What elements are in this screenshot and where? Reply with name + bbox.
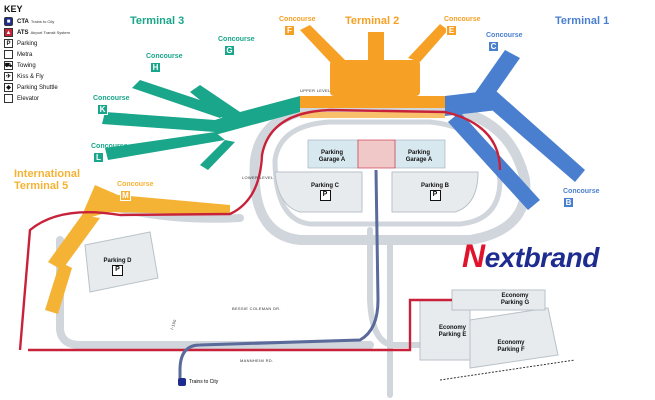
legend-item-kiss-fly: ✈ Kiss & Fly bbox=[4, 71, 116, 82]
concourse-f-badge: F bbox=[284, 25, 295, 36]
legend-item-towing: ⛟ Towing bbox=[4, 60, 116, 71]
economy-parking-g-text: Economy Parking G bbox=[500, 293, 530, 306]
concourse-h-label: Concourse bbox=[146, 53, 183, 60]
legend-item-shuttle: ◆ Parking Shuttle bbox=[4, 82, 116, 93]
concourse-m-label: Concourse bbox=[117, 181, 154, 188]
legend-label: ATS bbox=[17, 29, 29, 36]
concourse-b-label: Concourse bbox=[563, 188, 600, 195]
legend-sub: Trains to City bbox=[30, 19, 55, 24]
economy-lot-g bbox=[451, 289, 546, 311]
concourse-l-badge: L bbox=[93, 152, 104, 163]
shuttle-icon: ◆ bbox=[4, 83, 13, 92]
ats-line bbox=[18, 108, 502, 352]
economy-parking-f-label: Economy Parking F bbox=[486, 340, 536, 354]
legend-item-parking: P Parking bbox=[4, 38, 116, 49]
terminal-2-building bbox=[300, 24, 448, 96]
concourse-b-badge: B bbox=[563, 197, 574, 208]
ats-icon: ▲ bbox=[4, 28, 13, 37]
terminal-1-building bbox=[445, 50, 585, 210]
parking-b-label: Parking B P bbox=[410, 183, 460, 201]
trains-to-city-marker: Trains to City bbox=[178, 378, 218, 386]
concourse-g-badge: G bbox=[224, 45, 235, 56]
parking-garage-a-left bbox=[307, 139, 359, 169]
parking-d-label: Parking D P bbox=[95, 258, 140, 276]
economy-parking-e-label: Economy Parking E bbox=[430, 325, 475, 339]
parking-b-text: Parking B bbox=[420, 183, 449, 189]
concourse-l-label: Concourse bbox=[91, 143, 128, 150]
upper-level-label: UPPER LEVEL bbox=[300, 88, 331, 93]
lower-level-label: LOWER LEVEL bbox=[242, 175, 274, 180]
map-legend: KEY ■ CTA Trains to City ▲ ATS Airport T… bbox=[4, 4, 116, 104]
concourse-m-badge: M bbox=[120, 190, 131, 201]
legend-label: CTA bbox=[17, 18, 29, 25]
parking-garage-a-left-label: Parking Garage A bbox=[310, 150, 354, 164]
legend-sub: Airport Transit System bbox=[30, 30, 70, 35]
terminal-5-label-line1: International bbox=[14, 168, 81, 180]
legend-item-cta: ■ CTA Trains to City bbox=[4, 16, 116, 27]
parking-c-lot bbox=[274, 171, 363, 213]
legend-item-elevator: Elevator bbox=[4, 93, 116, 104]
metra-icon bbox=[4, 50, 13, 59]
brand-initial: N bbox=[462, 238, 485, 274]
terminal-5-label-line2: Terminal 5 bbox=[14, 180, 69, 192]
parking-icon: P bbox=[429, 190, 441, 201]
concourse-g-label: Concourse bbox=[218, 36, 255, 43]
concourse-k-label: Concourse bbox=[93, 95, 130, 102]
terminal-5-building bbox=[45, 185, 230, 314]
legend-label: Parking bbox=[17, 40, 38, 47]
metra-line bbox=[439, 359, 576, 381]
elevator-icon bbox=[4, 94, 13, 103]
parking-icon: P bbox=[319, 190, 331, 201]
train-icon bbox=[178, 378, 186, 386]
parking-garage-a-right-label: Parking Garage A bbox=[397, 150, 441, 164]
legend-item-metra: Metra bbox=[4, 49, 116, 60]
concourse-f-label: Concourse bbox=[279, 16, 316, 23]
legend-title: KEY bbox=[4, 4, 23, 14]
concourse-h-badge: H bbox=[150, 62, 161, 73]
parking-c-text: Parking C bbox=[310, 183, 339, 189]
economy-parking-f-text: Economy Parking F bbox=[497, 340, 525, 353]
parking-c-label: Parking C P bbox=[300, 183, 350, 201]
legend-label: Metra bbox=[17, 51, 33, 58]
parking-d-lot bbox=[84, 231, 159, 293]
economy-parking-e-text: Economy Parking E bbox=[438, 325, 467, 338]
economy-lot-f bbox=[469, 307, 559, 369]
legend-label: Towing bbox=[17, 62, 36, 69]
parking-icon: P bbox=[112, 265, 123, 276]
terminal-2-label: Terminal 2 bbox=[345, 15, 400, 27]
concourse-e-badge: E bbox=[446, 25, 457, 36]
legend-item-ats: ▲ ATS Airport Transit System bbox=[4, 27, 116, 38]
concourse-k-badge: K bbox=[97, 104, 108, 115]
legend-label: Parking Shuttle bbox=[17, 84, 58, 91]
parking-garage-a-right bbox=[394, 139, 446, 169]
parking-garage-a-left-text: Parking Garage A bbox=[318, 150, 346, 163]
legend-label: Elevator bbox=[17, 95, 40, 102]
terminal-3-label: Terminal 3 bbox=[130, 15, 185, 27]
cta-line bbox=[178, 169, 380, 380]
lower-level-curb bbox=[300, 112, 445, 118]
legend-label: Kiss & Fly bbox=[17, 73, 44, 80]
terminal-1-label: Terminal 1 bbox=[555, 15, 610, 27]
concourse-c-label: Concourse bbox=[486, 32, 523, 39]
train-icon: ■ bbox=[4, 17, 13, 26]
brand-logo: Nextbrand bbox=[462, 238, 599, 275]
upper-level-curb bbox=[300, 96, 445, 108]
terminal-core bbox=[357, 139, 396, 169]
concourse-c-badge: C bbox=[488, 41, 499, 52]
parking-garage-a-right-text: Parking Garage A bbox=[405, 150, 433, 163]
bessie-coleman-road-label: BESSIE COLEMAN DR. bbox=[232, 306, 281, 311]
economy-parking-g-label: Economy Parking G bbox=[490, 293, 540, 307]
towing-icon: ⛟ bbox=[4, 61, 13, 70]
mannheim-road-label: MANNHEIM RD. bbox=[240, 358, 274, 363]
concourse-e-label: Concourse bbox=[444, 16, 481, 23]
parking-d-text: Parking D bbox=[103, 258, 132, 264]
terminal-3-building bbox=[102, 80, 300, 170]
kiss-fly-icon: ✈ bbox=[4, 72, 13, 81]
trains-to-city-label: Trains to City bbox=[189, 379, 219, 385]
brand-rest: extbrand bbox=[484, 242, 600, 273]
parking-icon: P bbox=[4, 39, 13, 48]
